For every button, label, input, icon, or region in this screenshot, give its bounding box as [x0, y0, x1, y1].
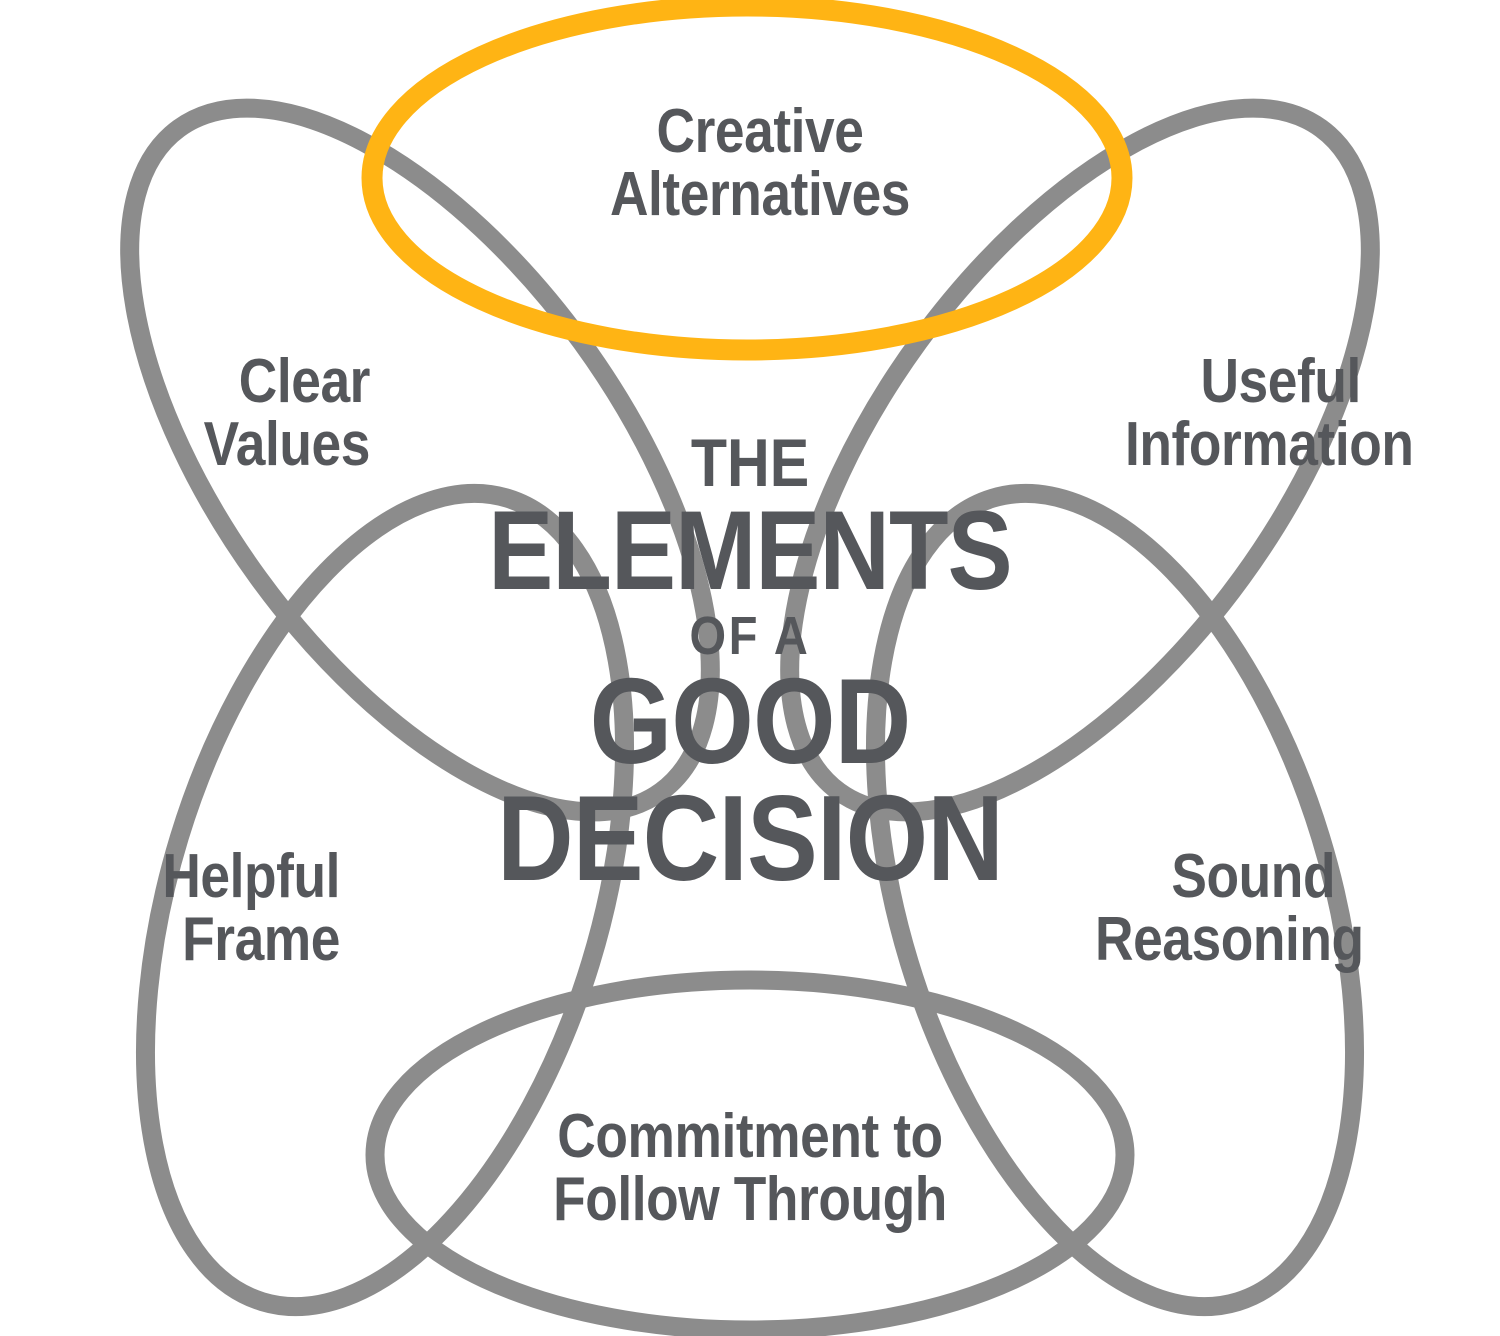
title-line-decision: DECISION	[496, 769, 1004, 906]
label-useful-information-line1: Useful	[1200, 347, 1361, 416]
title-line-elements: ELEMENTS	[488, 487, 1012, 613]
label-sound-reasoning[interactable]: Sound Reasoning	[1095, 842, 1456, 975]
label-commitment-line1: Commitment to	[557, 1102, 943, 1171]
label-clear-values-line1: Clear	[238, 347, 371, 416]
title-line-of-a: OF A	[689, 606, 811, 667]
label-helpful-frame-line1: Helpful	[162, 842, 340, 911]
ring-helpful-frame[interactable]	[57, 435, 714, 1336]
label-creative-alternatives[interactable]: Creative Alternatives	[485, 97, 1035, 230]
ring-useful-information[interactable]	[677, 11, 1483, 910]
label-sound-reasoning-line2: Reasoning	[1095, 905, 1364, 975]
title-line-good: GOOD	[589, 652, 912, 789]
label-commitment-to-follow-through[interactable]: Commitment to Follow Through	[475, 1102, 1025, 1235]
ring-sound-reasoning[interactable]	[787, 435, 1444, 1336]
label-creative-alternatives-line2: Alternatives	[609, 160, 911, 230]
label-clear-values[interactable]: Clear Values	[103, 347, 371, 480]
label-clear-values-line2: Values	[203, 410, 371, 480]
ring-creative-alternatives[interactable]	[361, 0, 1133, 361]
label-sound-reasoning-line1: Sound	[1171, 842, 1336, 911]
label-useful-information[interactable]: Useful Information	[1125, 347, 1486, 480]
label-helpful-frame[interactable]: Helpful Frame	[73, 842, 340, 975]
label-helpful-frame-line2: Frame	[182, 905, 340, 975]
label-commitment-line2: Follow Through	[553, 1165, 947, 1235]
label-creative-alternatives-line1: Creative	[656, 97, 864, 166]
label-useful-information-line2: Information	[1125, 410, 1414, 480]
page-title: THE ELEMENTS OF A GOOD DECISION	[420, 425, 1080, 906]
ring-commitment-to-follow-through[interactable]	[365, 970, 1135, 1336]
title-line-the: THE	[690, 425, 810, 501]
